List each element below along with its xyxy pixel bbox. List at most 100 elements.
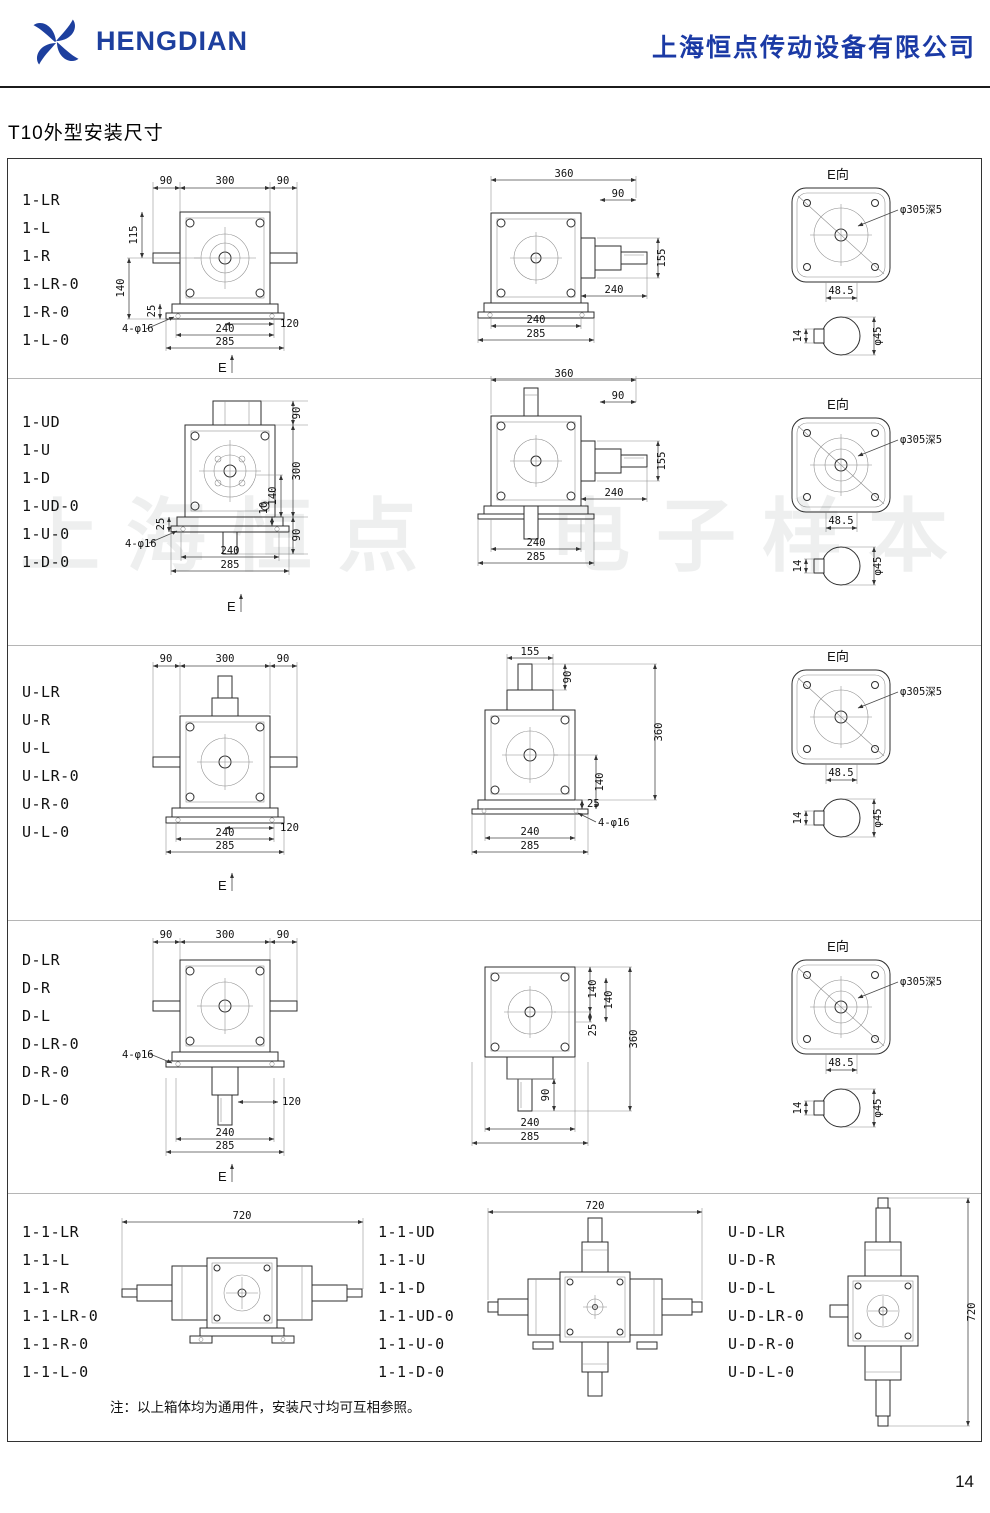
model-list-row2: 1-UD 1-U 1-D 1-UD-0 1-U-0 1-D-0 [22,408,79,576]
dim-720: 720 [966,1303,978,1322]
model-label: 1-1-L [22,1251,70,1269]
dim-285: 285 [527,551,546,563]
dim-90-right: 90 [277,653,290,665]
dimension-lines [804,798,876,838]
shaft-end-view [813,1088,861,1128]
dim-240: 240 [221,545,240,557]
dim-360: 360 [653,723,665,742]
gearbox-body [152,675,298,824]
dimension-lines [490,176,637,211]
model-label: 1-1-UD-0 [378,1307,455,1325]
side-view-d-lr: 140 25 140 360 90 240 285 [471,966,640,1146]
bolt-callout: 4-φ16 [122,1049,154,1061]
model-label: U-D-R-0 [728,1335,795,1353]
model-label: 1-L [22,219,51,237]
side-view-1-lr: 360 90 155 240 240 285 [477,168,668,343]
dim-115: 115 [128,226,140,245]
model-label: U-D-L [728,1279,776,1297]
dim-300: 300 [216,929,235,941]
dim-240: 240 [216,323,235,335]
model-list-1-1-ud: 1-1-UD 1-1-U 1-1-D 1-1-UD-0 1-1-U-0 1-1-… [378,1218,454,1386]
model-label: U-D-LR-0 [728,1307,805,1325]
dim-155: 155 [656,452,668,471]
e-view-row2: E向 φ305深5 48.5 14 φ45 [791,397,942,586]
model-label: U-LR-0 [22,767,80,785]
front-view-1-lr: 90 300 90 115 140 25 4- [115,175,299,375]
flange-face [791,187,891,283]
e-direction-label: E [218,878,227,893]
model-label: 1-1-D [378,1279,426,1297]
dimension-lines [490,376,637,414]
model-label: 1-UD [22,413,61,431]
dim-90: 90 [612,188,625,200]
model-label: U-L [22,739,51,757]
dimension-lines [149,1053,285,1182]
dimension-lines [825,981,899,1074]
dim-45: φ45 [872,557,884,576]
model-label: 1-1-L-0 [22,1363,89,1381]
dim-285: 285 [216,840,235,852]
model-label: U-LR [22,683,61,701]
dim-285: 285 [216,336,235,348]
gearbox-body [152,211,298,320]
dim-90-left: 90 [160,175,173,187]
e-view-title: E向 [827,649,849,664]
dim-90-top: 90 [291,407,303,420]
dim-90-bottom: 90 [291,529,303,542]
dim-285: 285 [216,1140,235,1152]
dim-120: 120 [280,318,299,330]
dimension-lines [471,654,657,855]
dimension-lines [127,211,285,373]
model-label: 1-R [22,247,51,265]
e-direction-label: E [218,360,227,375]
model-label: 1-L-0 [22,331,70,349]
row-separator [8,920,981,921]
hengdian-logo-icon [33,19,79,65]
e-view-title: E向 [827,939,849,954]
dim-25: 25 [155,518,167,531]
model-label: D-R [22,979,51,997]
model-label: 1-U [22,441,51,459]
side-view-u-lr: 155 90 360 25 140 4-φ16 240 285 [471,646,665,855]
logo-wordmark: HENGDIAN [96,26,249,56]
model-label: 1-1-U [378,1251,426,1269]
dim-25: 25 [146,305,158,318]
dim-240-shaft: 240 [605,284,624,296]
e-direction-label: E [227,599,236,614]
page-number: 14 [955,1472,974,1491]
dim-90: 90 [540,1089,552,1102]
model-label: U-D-R [728,1251,776,1269]
gearbox-body [170,400,290,555]
dim-240-base: 240 [527,314,546,326]
drawing-1-1-ud: 720 [487,1200,703,1397]
model-label: 1-D-0 [22,553,70,571]
dimension-lines [487,1208,703,1300]
dim-240: 240 [216,827,235,839]
dimension-lines [148,400,308,612]
front-view-1-ud: 90 300 90 140 10 25 4-φ16 240 285 E [125,400,308,614]
bolt-callout: 4-φ16 [598,817,630,829]
dimension-lines [825,209,899,302]
dim-140: 140 [267,487,279,506]
dim-140: 140 [115,279,127,298]
dim-240-base: 240 [521,826,540,838]
model-label: 1-LR [22,191,61,209]
gearbox-body [829,1197,919,1427]
e-view-row3: E向 φ305深5 48.5 14 φ45 [791,649,942,838]
row-separator [8,1193,981,1194]
dimension-lines [804,316,876,356]
company-name: 上海恒点传动设备有限公司 [651,34,976,62]
model-label: 1-UD-0 [22,497,80,515]
dim-285: 285 [221,559,240,571]
dimension-lines [825,691,899,784]
shaft-end-view [813,798,861,838]
model-label: 1-LR-0 [22,275,80,293]
model-list-row1: 1-LR 1-L 1-R 1-LR-0 1-R-0 1-L-0 [22,186,79,354]
model-label: U-R [22,711,51,729]
shaft-end-view [813,316,861,356]
model-label: 1-1-D-0 [378,1363,445,1381]
e-view-row1: E向 φ305深5 48.5 14 φ45 [791,167,942,356]
model-label: U-D-L-0 [728,1363,795,1381]
dimension-lines [121,1218,364,1289]
row-separator [8,645,981,646]
